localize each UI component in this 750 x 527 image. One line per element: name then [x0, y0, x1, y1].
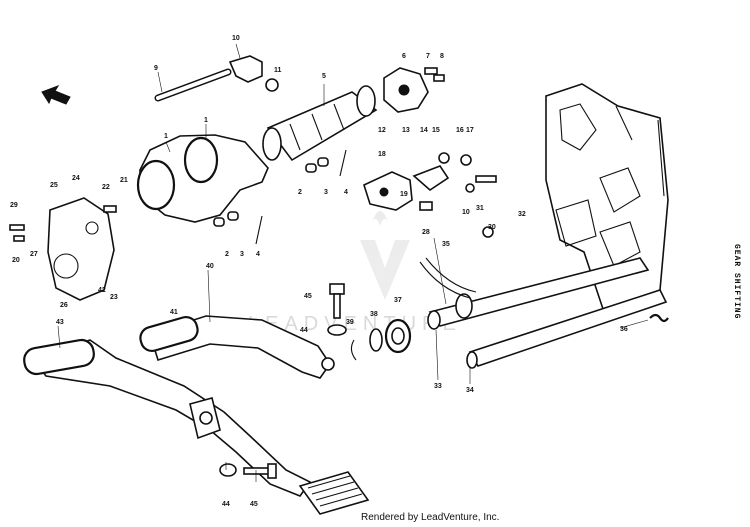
callout-3: 3	[324, 189, 328, 196]
pin-shaft	[154, 68, 232, 102]
callout-2: 2	[298, 189, 302, 196]
callout-4: 4	[256, 251, 260, 258]
callout-15: 15	[432, 127, 440, 134]
gear-shaft	[466, 289, 668, 369]
callout-42: 42	[98, 287, 106, 294]
callout-41: 41	[170, 309, 178, 316]
callout-5: 5	[322, 73, 326, 80]
callout-34: 34	[466, 387, 474, 394]
leader-lines	[57, 43, 649, 482]
cam-plate	[383, 67, 429, 113]
callout-6: 6	[402, 53, 406, 60]
callout-10: 10	[232, 35, 240, 42]
callout-43: 43	[56, 319, 64, 326]
callout-35: 35	[442, 241, 450, 248]
callout-13: 13	[402, 127, 410, 134]
callout-22: 22	[102, 184, 110, 191]
callout-9: 9	[154, 65, 158, 72]
callout-20: 20	[12, 257, 20, 264]
callout-14: 14	[420, 127, 428, 134]
callout-39: 39	[346, 319, 354, 326]
callout-44: 44	[300, 327, 308, 334]
callout-29: 29	[10, 202, 18, 209]
callout-32: 32	[518, 211, 526, 218]
callout-36: 36	[620, 326, 628, 333]
callout-3: 3	[240, 251, 244, 258]
callout-4: 4	[344, 189, 348, 196]
callout-19: 19	[400, 191, 408, 198]
callout-21: 21	[120, 177, 128, 184]
pivot-bolt	[327, 283, 347, 336]
callout-labels: 1 1 2 2 3 3 4 4 5 6 7 8 9 10 10 11 12 13…	[10, 35, 628, 508]
callout-8: 8	[440, 53, 444, 60]
callout-25: 25	[50, 182, 58, 189]
small-bolts	[213, 67, 445, 245]
callout-30: 30	[488, 224, 496, 231]
callout-7: 7	[426, 53, 430, 60]
shift-pedal-upper	[139, 315, 335, 379]
stopper-part	[228, 55, 279, 92]
shift-shaft	[419, 257, 650, 330]
return-spring	[649, 313, 669, 323]
callout-10: 10	[462, 209, 470, 216]
brake-pedal-pad	[298, 471, 370, 515]
callout-38: 38	[370, 311, 378, 318]
watermark-logo	[360, 211, 410, 300]
callout-1: 1	[164, 133, 168, 140]
callout-23: 23	[110, 294, 118, 301]
shift-drum	[262, 85, 378, 162]
callout-2: 2	[225, 251, 229, 258]
callout-12: 12	[378, 127, 386, 134]
footer-credit: Rendered by LeadVenture, Inc.	[361, 512, 500, 523]
shift-cover	[9, 197, 117, 301]
callout-33: 33	[434, 383, 442, 390]
callout-45: 45	[250, 501, 258, 508]
seal-collar	[350, 318, 412, 361]
callout-16: 16	[456, 127, 464, 134]
shift-pedal-lower	[23, 338, 312, 497]
direction-arrow-icon	[41, 85, 71, 105]
callout-18: 18	[378, 151, 386, 158]
callout-11: 11	[274, 67, 282, 74]
callout-1: 1	[204, 117, 208, 124]
callout-17: 17	[466, 127, 474, 134]
callout-24: 24	[72, 175, 80, 182]
callout-28: 28	[422, 229, 430, 236]
callout-26: 26	[60, 302, 68, 309]
callout-45: 45	[304, 293, 312, 300]
callout-37: 37	[394, 297, 402, 304]
callout-31: 31	[476, 205, 484, 212]
page-title: GEAR SHIFTING	[732, 244, 741, 320]
callout-27: 27	[30, 251, 38, 258]
callout-44: 44	[222, 501, 230, 508]
pedal-bolt	[219, 463, 277, 479]
shift-arm-plate	[363, 152, 497, 238]
shift-fork-housing	[136, 134, 269, 223]
callout-40: 40	[206, 263, 214, 270]
